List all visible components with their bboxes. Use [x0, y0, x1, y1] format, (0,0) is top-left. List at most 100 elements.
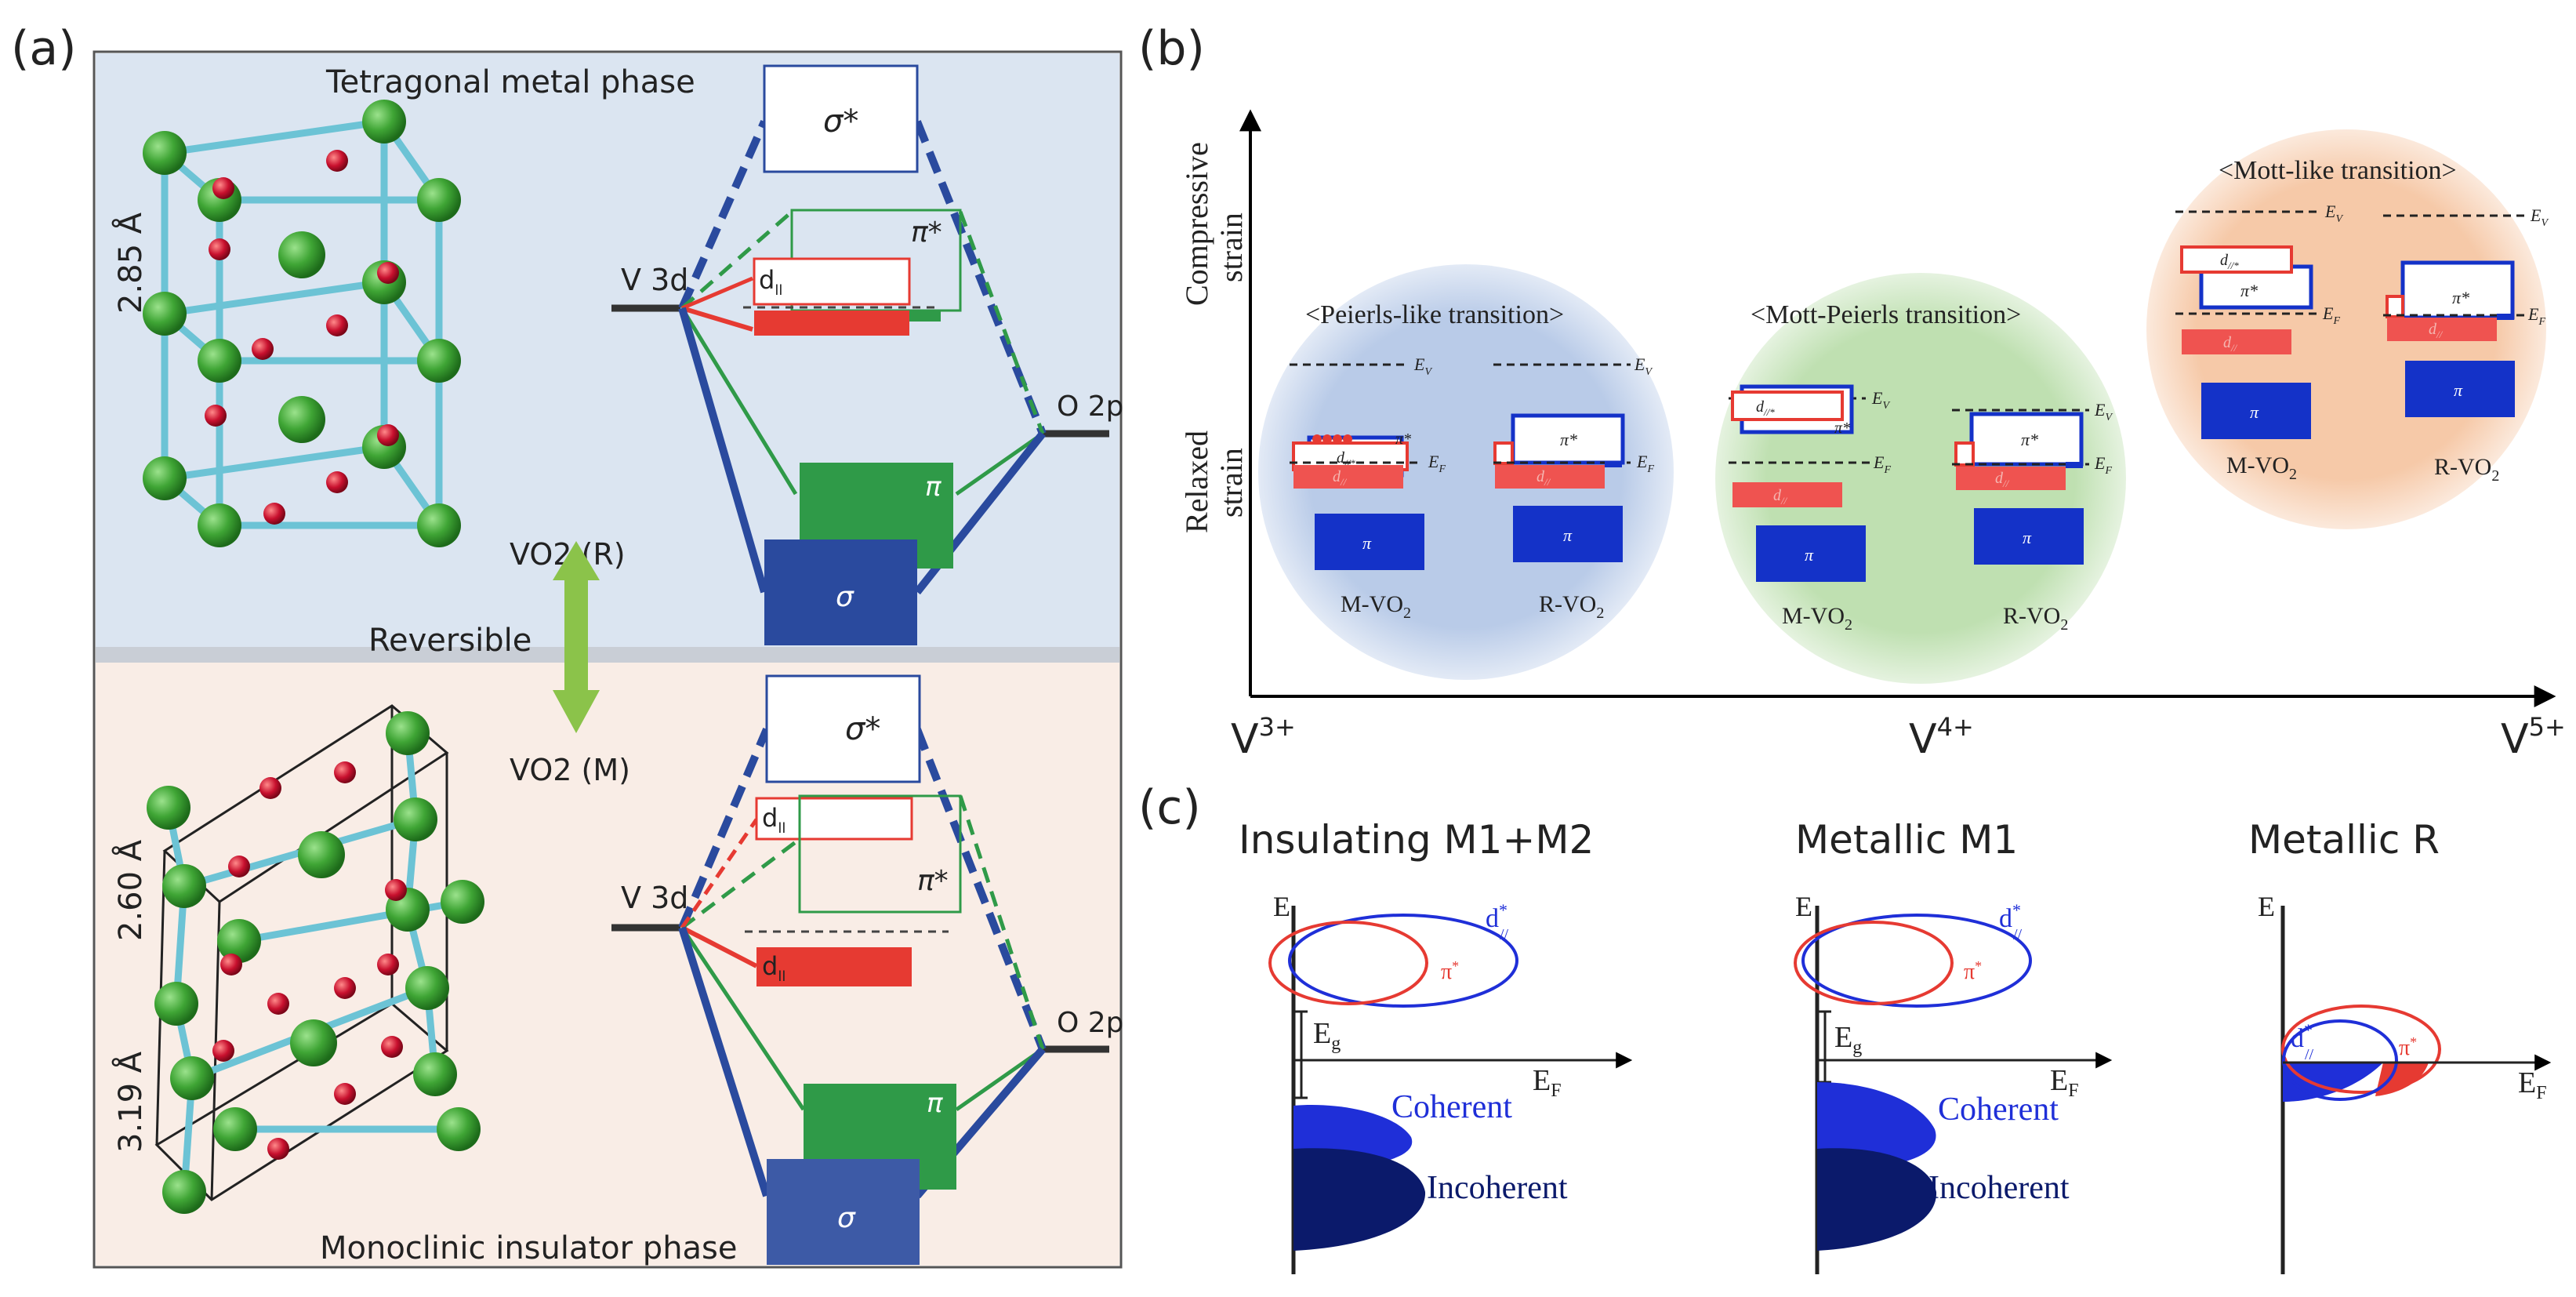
d-par-label: d//: [1773, 487, 1788, 507]
sigma-label: σ: [837, 1202, 856, 1234]
ef-label: EF: [2518, 1066, 2547, 1103]
mo-diagram-bottom: V 3d O 2p σ* dll π* dll π σ: [611, 674, 1124, 1265]
c-title-3: Metallic R: [2248, 817, 2440, 863]
incoherent-band: [1817, 1148, 1937, 1251]
panel-a-divider: [96, 647, 1119, 663]
panel-b: (b) Compressivestrain Relaxedstrain V3+ …: [1138, 21, 2566, 763]
ev-label: EV: [1634, 354, 1653, 378]
pi-star-label: π*: [2399, 1034, 2417, 1060]
panel-b-label: (b): [1138, 21, 1205, 76]
oxygen-atom: [385, 879, 407, 901]
mott-peierls-title: <Mott-Peierls transition>: [1751, 300, 2021, 329]
pi-star-label: π*: [2452, 288, 2469, 307]
panel-c: (c) Insulating M1+M2 Metallic M1 Metalli…: [1138, 780, 2557, 1278]
pi-label: π: [2023, 528, 2032, 547]
sigma-star-box: [763, 64, 919, 173]
ev-label: EV: [2530, 205, 2549, 229]
oxygen-atom: [377, 954, 399, 975]
ev-label: EV: [2094, 400, 2113, 423]
vanadium-atom: [162, 1170, 206, 1214]
vanadium-atom: [417, 503, 461, 547]
pi-label: π: [927, 1088, 943, 1119]
tetragonal-atoms: [143, 100, 461, 547]
pi-star-label: π*: [1441, 958, 1459, 984]
o2p-label: O 2p: [1057, 391, 1124, 423]
coherent-label: Coherent: [1938, 1092, 2059, 1128]
vanadium-atom: [213, 1107, 257, 1151]
vanadium-atom: [413, 1052, 457, 1096]
oxygen-atom: [381, 1036, 403, 1058]
pi-star-label: π*: [2021, 430, 2038, 449]
vanadium-atom: [198, 339, 241, 383]
vanadium-atom: [417, 178, 461, 222]
x-tick-v4: V4+: [1909, 712, 1974, 763]
pi-star-band: [1268, 921, 1428, 1005]
d-parallel-filled-label: dll: [762, 951, 785, 985]
ef-label: EF: [2094, 453, 2112, 477]
e-axis-label: E: [1795, 891, 1812, 922]
filled-pi-star: [2375, 1063, 2429, 1096]
eg-label: Eg: [1834, 1021, 1862, 1058]
oxygen-atom: [334, 1083, 356, 1105]
d-star-label: d*//: [2291, 1020, 2314, 1063]
ef-label: EF: [1428, 452, 1446, 475]
sigma-star-box: [765, 674, 921, 783]
pi-star-label: π*: [911, 216, 942, 249]
ef-label: EF: [1636, 452, 1654, 475]
x-tick-v5: V5+: [2501, 712, 2566, 763]
r-vo2-label: R-VO2: [2434, 454, 2499, 485]
vanadium-atom: [143, 131, 187, 175]
vanadium-atom: [147, 786, 190, 830]
d-par-label: d//: [2429, 321, 2444, 340]
pi-star-label: π*: [917, 865, 949, 897]
vanadium-atom: [143, 456, 187, 500]
vanadium-atom: [405, 966, 449, 1010]
oxygen-atom: [263, 503, 285, 525]
vanadium-atom-center: [298, 831, 345, 878]
vo2-m-label: VO2 (M): [510, 753, 630, 787]
vanadium-atom: [394, 797, 437, 841]
oxygen-atom: [220, 954, 242, 975]
pi-label: π: [925, 471, 942, 503]
vanadium-atom: [441, 880, 484, 924]
sigma-star-label: σ*: [845, 711, 880, 747]
pi-label: π: [2250, 402, 2259, 422]
oxygen-atom: [212, 1040, 234, 1062]
incoherent-band: [1293, 1148, 1426, 1251]
m-vo2-label: M-VO2: [1782, 603, 1852, 634]
oxygen-atom: [267, 1138, 289, 1160]
dos-metallic-r: E d*// π* EF: [2244, 870, 2557, 1278]
d-star-band: [2282, 1019, 2398, 1101]
pi-star-label: π*: [1964, 958, 1982, 984]
pi-label: π: [2454, 380, 2463, 400]
pi-label: π: [1563, 525, 1573, 545]
oxygen-atom: [377, 424, 399, 446]
d-par-star-label: d//*: [1756, 398, 1775, 418]
pi-star-label: π*: [2240, 281, 2258, 300]
d-par-label: d//: [1537, 468, 1551, 488]
vanadium-atom: [162, 864, 206, 908]
sigma-star-label: σ*: [823, 104, 858, 140]
bottom-phase-title: Monoclinic insulator phase: [320, 1230, 738, 1266]
ev-label: EV: [2324, 202, 2343, 225]
oxygen-atom: [259, 777, 281, 799]
distance-label-mid: 2.60 Å: [111, 839, 149, 941]
distance-label-bot: 3.19 Å: [111, 1051, 149, 1153]
r-vo2-label: R-VO2: [1539, 591, 1604, 622]
panel-c-label: (c): [1138, 780, 1201, 835]
e-axis-label: E: [1273, 891, 1290, 922]
vanadium-atom: [198, 503, 241, 547]
ef-label: EF: [2322, 303, 2340, 327]
m-vo2-label: M-VO2: [1341, 591, 1411, 622]
peierls-blob: [1258, 264, 1674, 680]
vanadium-atom: [386, 711, 430, 755]
oxygen-atom: [228, 856, 250, 877]
vanadium-atom: [362, 100, 406, 144]
oxygen-atom: [326, 150, 348, 172]
ev-label: EV: [1413, 354, 1432, 378]
pi-star-filled: [909, 311, 941, 322]
coherent-label: Coherent: [1391, 1089, 1512, 1125]
d-par-label: d//: [1333, 468, 1348, 488]
peierls-title: <Peierls-like transition>: [1305, 300, 1564, 329]
